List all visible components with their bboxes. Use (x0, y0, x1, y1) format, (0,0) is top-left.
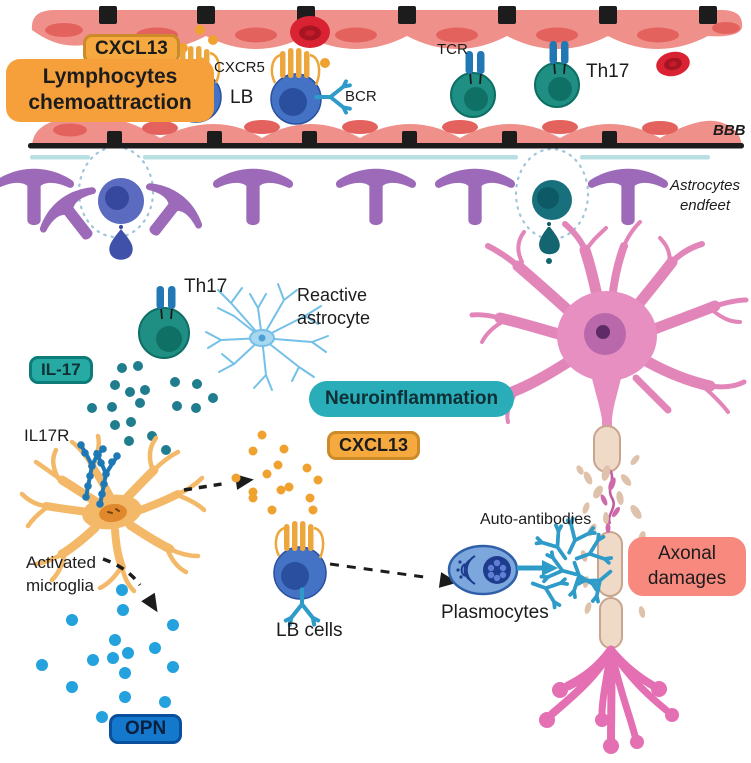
cxcl13-dots-parenchyma (231, 430, 323, 515)
bcr-label: BCR (345, 88, 377, 105)
endothelial-nuclei-bottom (53, 120, 678, 137)
neuron (469, 220, 749, 754)
bbb-line (28, 143, 744, 149)
th17-cell-vessel-2 (534, 40, 580, 108)
reactive-astrocyte-label: Reactive astrocyte (297, 285, 371, 329)
vessel-wall-bottom (28, 116, 744, 149)
th17-label-top: Th17 (586, 61, 630, 82)
lb-label: LB (230, 87, 254, 108)
myelin-sheath (593, 425, 623, 649)
red-blood-cell (656, 51, 690, 77)
th17-label-mid: Th17 (184, 276, 228, 297)
plasmocyte-secretion-arrow (517, 560, 558, 576)
endothelial-nuclei-top (45, 22, 740, 43)
transmigrating-th17-cell (532, 180, 572, 264)
cxcl13-badge-mid: CXCL13 (327, 431, 421, 460)
tcr-label: TCR (437, 41, 468, 58)
astrocytes-endfeet-label: Astrocytes endfeet (669, 177, 741, 214)
tight-junctions-bottom (107, 131, 617, 145)
activated-microglia-label: Activated microglia (26, 553, 96, 595)
il17-badge: IL-17 (29, 356, 93, 384)
arrow-microglia-to-cxcl13 (183, 471, 255, 492)
lb-cells-label: LB cells (276, 620, 343, 641)
il17r-label: IL17R (24, 426, 70, 445)
neuroinflammation-badge: Neuroinflammation (309, 381, 515, 417)
reactive-astrocyte (205, 283, 329, 391)
il17r-receptor (77, 441, 121, 508)
th17-cell-parenchyma (138, 285, 190, 359)
arrow-lb-to-plasmocyte (329, 562, 459, 591)
plasmocyte (447, 544, 519, 596)
th17-cell-vessel-1 (450, 50, 496, 118)
terminal-boutons (539, 681, 679, 754)
opn-badge: OPN (109, 714, 183, 744)
lymphocytes-line2: chemoattraction (28, 91, 192, 115)
neuron-nucleolus (596, 325, 610, 339)
lb-cell-parenchyma (273, 519, 327, 625)
transmigrating-lb-cell (98, 178, 144, 260)
glycocalyx-lines (30, 155, 710, 160)
cxcr5-label: CXCR5 (214, 59, 265, 76)
axon-terminals (548, 645, 670, 744)
tight-junctions-top (99, 6, 717, 24)
lymphocytes-chemoattraction-badge: Lymphocytes chemoattraction (6, 59, 214, 122)
axon-debris-pink (600, 477, 621, 533)
lymphocytes-line1: Lymphocytes (42, 65, 178, 88)
astrocyte-endfeet (0, 168, 669, 260)
arrow-microglia-to-opn (102, 557, 165, 617)
il17-dots (87, 361, 218, 455)
bbb-label: BBB (713, 122, 746, 139)
red-blood-cell (290, 16, 330, 48)
opn-dots (36, 584, 179, 723)
axonal-damages-badge: Axonal damages (628, 537, 746, 597)
plasmocytes-label: Plasmocytes (441, 602, 549, 623)
vessel-wall-top (31, 6, 743, 49)
lb-cell-vessel-2 (270, 46, 352, 125)
auto-antibodies-label: Auto-antibodies (480, 511, 592, 528)
